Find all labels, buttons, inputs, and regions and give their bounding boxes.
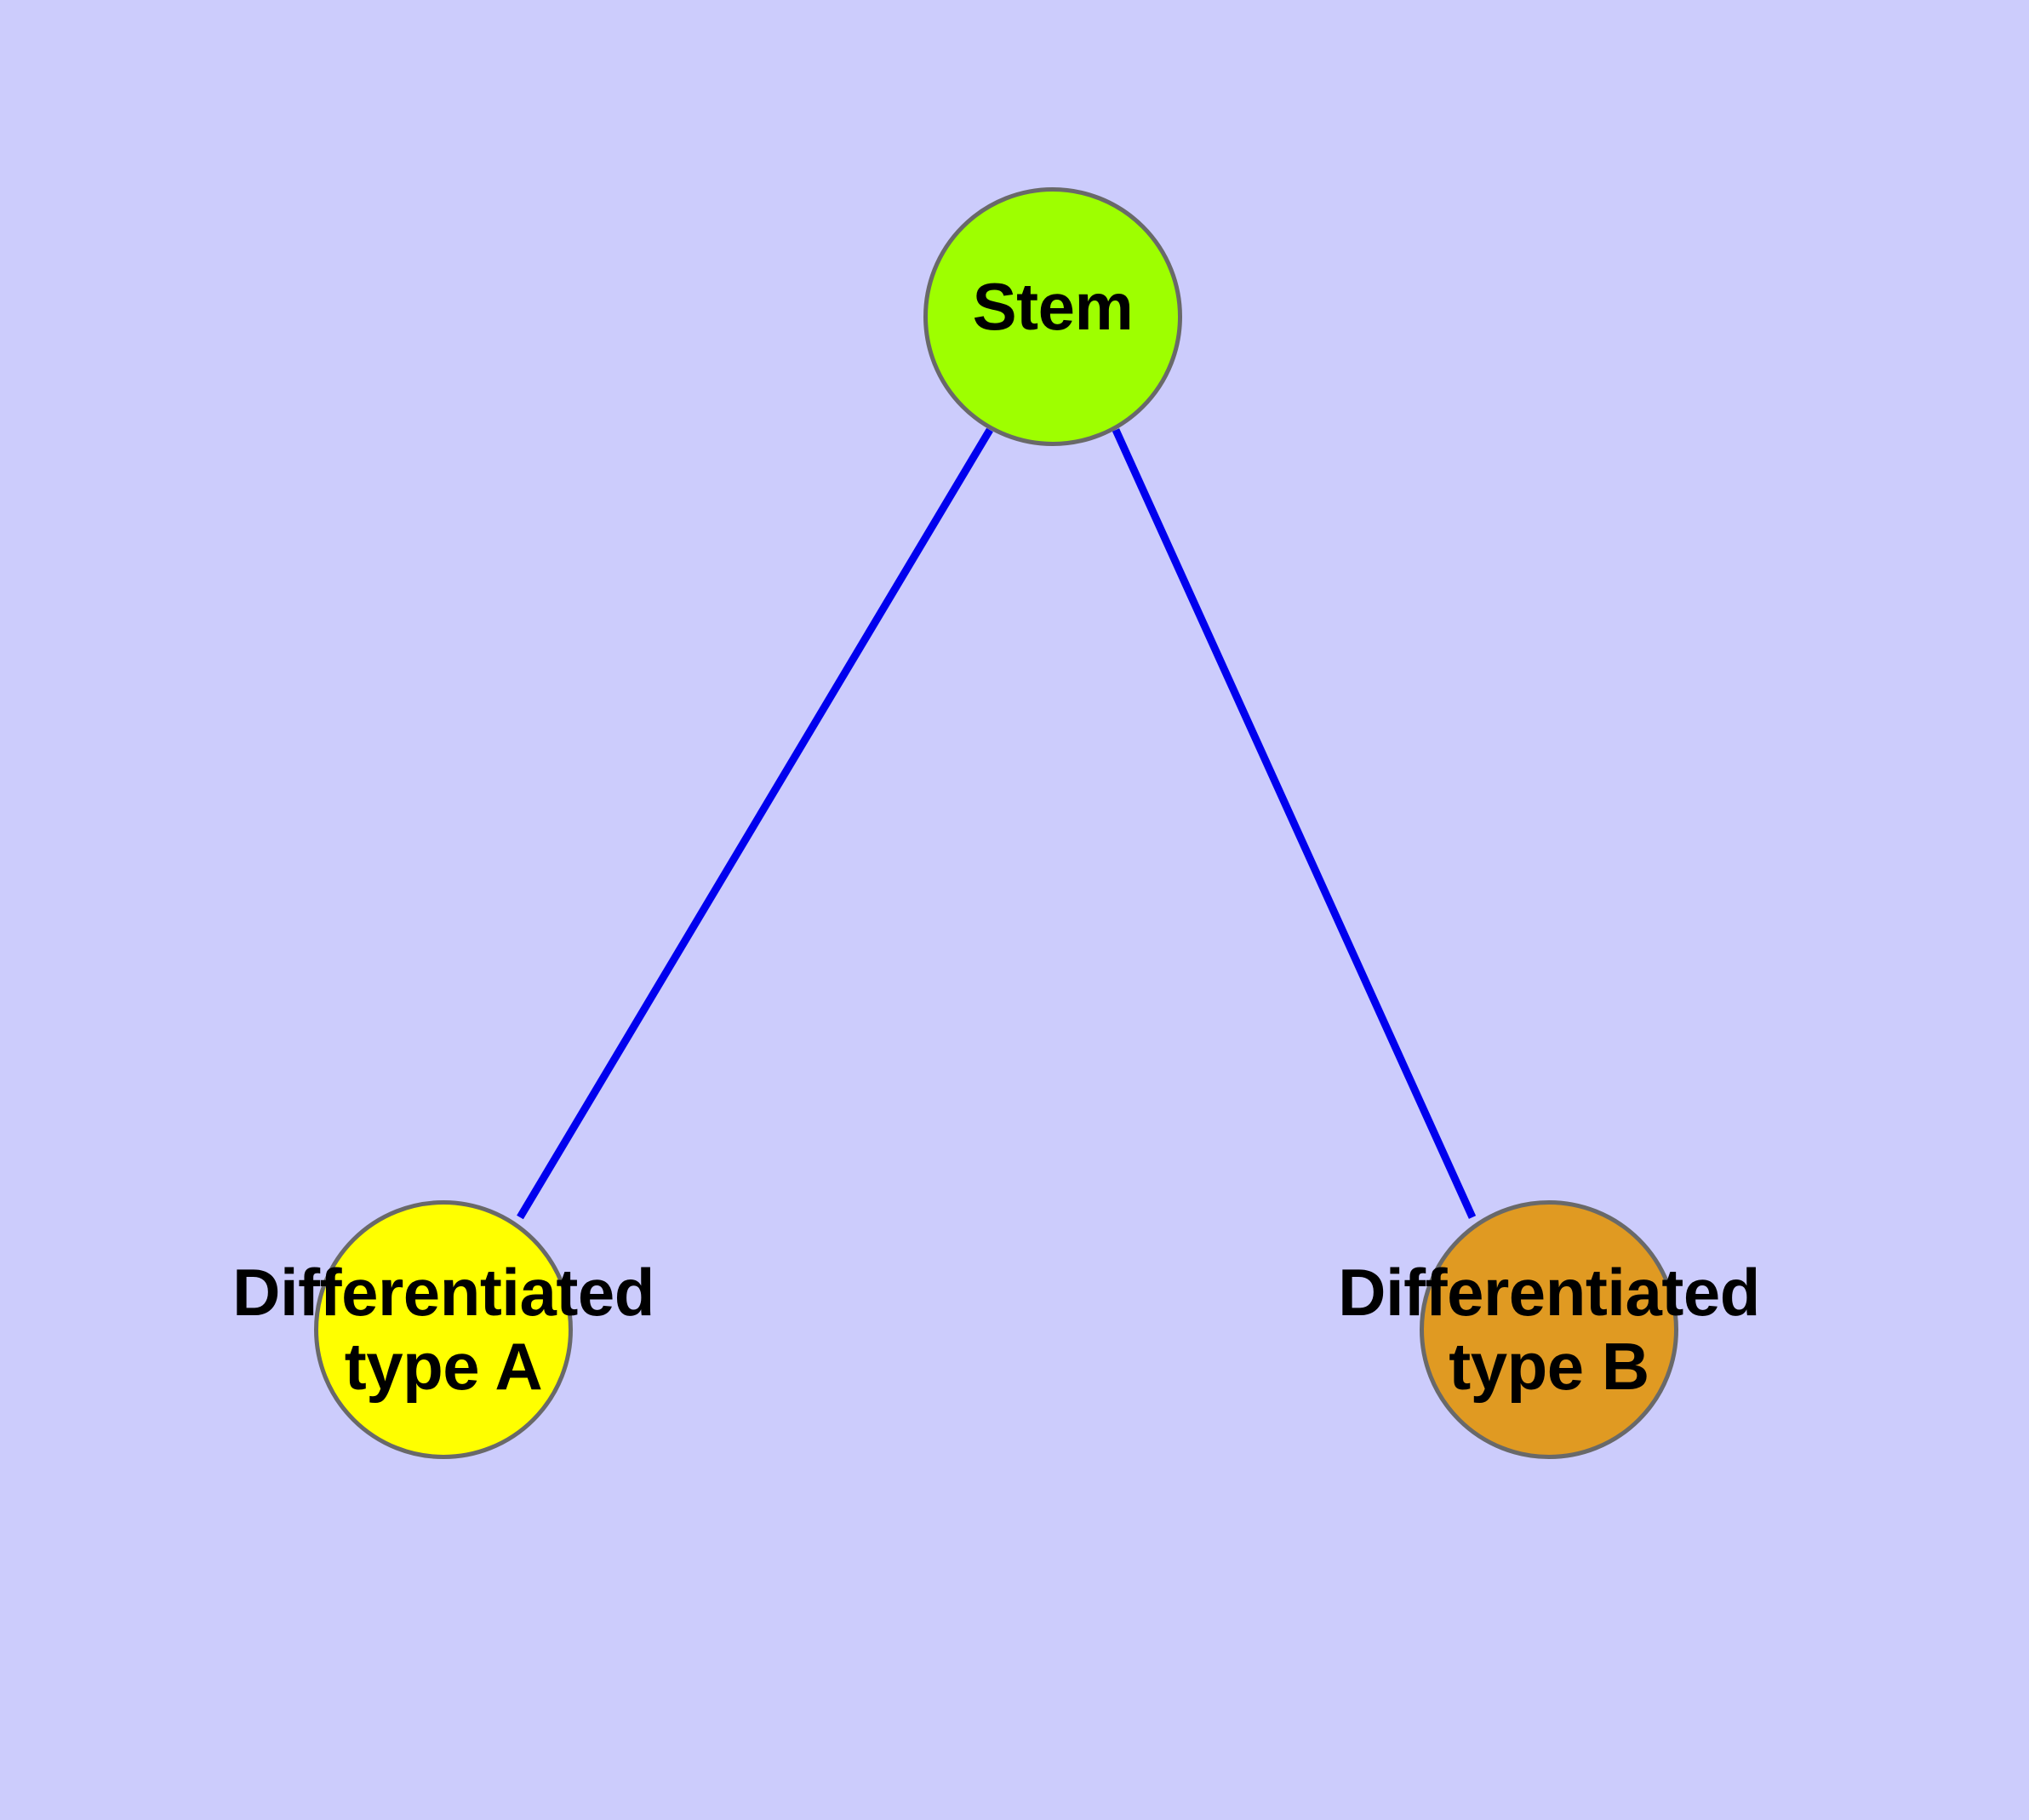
edge-stem-to-type-b [1112, 428, 1477, 1219]
node-label-differentiated-type-a: Differentiated type A [232, 1255, 654, 1405]
node-label-stem: Stem [972, 269, 1134, 344]
node-differentiated-type-b[interactable] [1420, 1200, 1678, 1459]
edge-stem-to-type-a [517, 427, 993, 1220]
node-stem[interactable] [923, 187, 1182, 446]
node-differentiated-type-a[interactable] [314, 1200, 573, 1459]
node-label-differentiated-type-b: Differentiated type B [1338, 1255, 1760, 1405]
